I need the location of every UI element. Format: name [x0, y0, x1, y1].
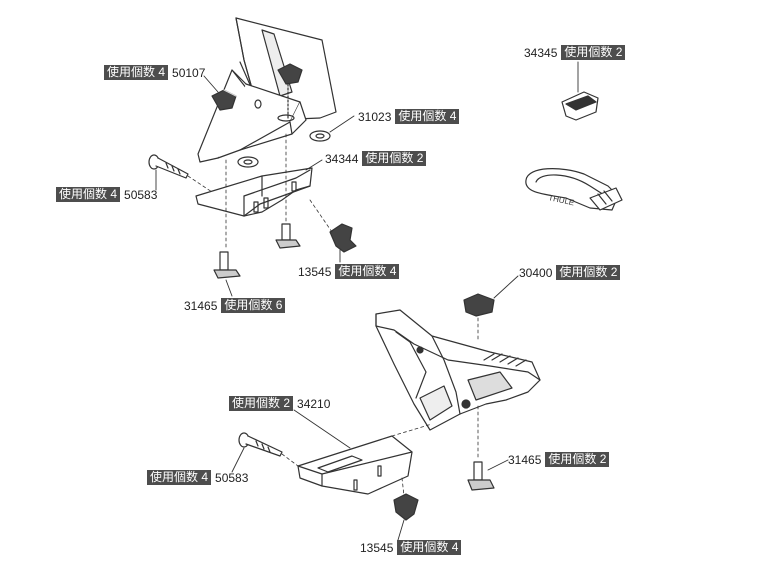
callout-34345: 34345 使用個数 2 — [524, 45, 626, 60]
washer-31023-b — [237, 156, 259, 168]
bolt-50583-lower — [238, 432, 283, 457]
knob-50107 — [211, 63, 303, 119]
bracket-34210 — [297, 435, 413, 495]
quantity-tag: 使用個数 4 — [335, 264, 400, 279]
quantity-tag: 使用個数 4 — [395, 109, 460, 124]
part-number: 31023 — [358, 109, 392, 124]
knob-13545-upper — [329, 223, 357, 253]
lower-wheel-holder — [375, 309, 541, 431]
callout-31465-lower: 31465 使用個数 2 — [508, 452, 610, 467]
upper-assembly-lines — [187, 133, 333, 251]
leader-lines — [155, 61, 579, 541]
quantity-tag: 使用個数 2 — [229, 396, 294, 411]
part-number: 50583 — [124, 187, 158, 202]
callout-50583-upper: 使用個数 4 50583 — [56, 187, 157, 202]
quantity-tag: 使用個数 2 — [362, 151, 427, 166]
callout-31023: 31023 使用個数 4 — [358, 109, 460, 124]
callout-31465-upper: 31465 使用個数 6 — [184, 298, 286, 313]
callout-34210: 使用個数 2 34210 — [229, 396, 330, 411]
quantity-tag: 使用個数 2 — [556, 265, 621, 280]
bracket-34344 — [195, 167, 313, 217]
quantity-tag: 使用個数 4 — [397, 540, 462, 555]
bolt-50583-upper — [148, 154, 189, 179]
strap: THULE — [525, 168, 623, 211]
knob-13545-lower — [393, 493, 419, 521]
part-number: 31465 — [184, 298, 218, 313]
part-number: 31465 — [508, 452, 542, 467]
callout-30400: 30400 使用個数 2 — [519, 265, 621, 280]
part-number: 30400 — [519, 265, 553, 280]
t-bolt-31465-lower — [467, 461, 495, 491]
callout-34344: 34344 使用個数 2 — [325, 151, 427, 166]
callout-50107: 使用個数 4 50107 — [104, 65, 205, 80]
part-number: 34210 — [297, 396, 331, 411]
washer-31023-a — [309, 130, 331, 142]
quantity-tag: 使用個数 2 — [545, 452, 610, 467]
callout-13545-lower: 13545 使用個数 4 — [360, 540, 462, 555]
part-number: 13545 — [298, 264, 332, 279]
quantity-tag: 使用個数 2 — [561, 45, 626, 60]
part-number: 50107 — [172, 65, 206, 80]
callout-50583-lower: 使用個数 4 50583 — [147, 470, 248, 485]
lower-assembly-lines — [281, 317, 479, 497]
quantity-tag: 使用個数 4 — [56, 187, 121, 202]
part-number: 34345 — [524, 45, 558, 60]
t-bolt-31465-upper — [213, 223, 301, 279]
quantity-tag: 使用個数 4 — [104, 65, 169, 80]
part-number: 34344 — [325, 151, 359, 166]
knob-30400 — [463, 293, 495, 317]
quantity-tag: 使用個数 6 — [221, 298, 286, 313]
callout-13545-upper: 13545 使用個数 4 — [298, 264, 400, 279]
end-cap-34345 — [561, 91, 599, 121]
part-number: 13545 — [360, 540, 394, 555]
quantity-tag: 使用個数 4 — [147, 470, 212, 485]
part-number: 50583 — [215, 470, 249, 485]
